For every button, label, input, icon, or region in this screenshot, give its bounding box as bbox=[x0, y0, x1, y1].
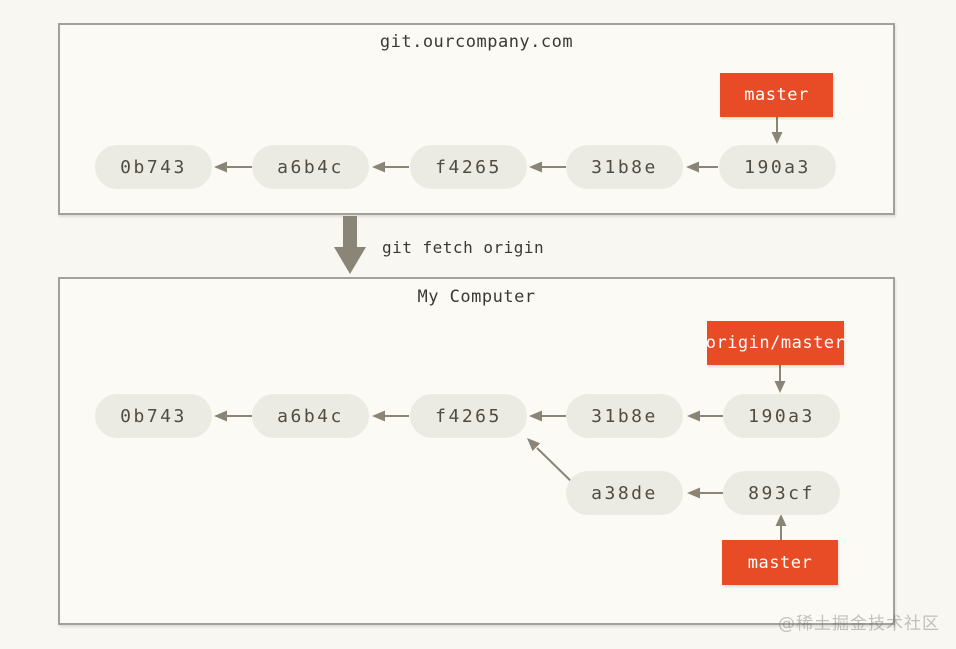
commit-node: a6b4c bbox=[252, 145, 369, 189]
commit-node: f4265 bbox=[410, 145, 527, 189]
commit-node: 0b743 bbox=[95, 394, 212, 438]
commit-node: a38de bbox=[566, 471, 683, 515]
commit-node: f4265 bbox=[410, 394, 527, 438]
remote-master-branch-label: master bbox=[720, 73, 833, 117]
commit-node: 31b8e bbox=[566, 394, 683, 438]
local-master-branch-label: master bbox=[722, 540, 838, 585]
watermark-text: @稀土掘金技术社区 bbox=[778, 614, 940, 634]
commit-node: 190a3 bbox=[723, 394, 840, 438]
commit-node: 893cf bbox=[723, 471, 840, 515]
fetch-command-text: git fetch origin bbox=[382, 238, 545, 257]
commit-node: a6b4c bbox=[252, 394, 369, 438]
remote-repo-title: git.ourcompany.com bbox=[379, 32, 574, 52]
origin-master-branch-label: origin/master bbox=[706, 321, 845, 365]
commit-node: 0b743 bbox=[95, 145, 212, 189]
local-repo-title: My Computer bbox=[417, 287, 536, 307]
commit-node: 31b8e bbox=[566, 145, 683, 189]
commit-node: 190a3 bbox=[719, 145, 836, 189]
